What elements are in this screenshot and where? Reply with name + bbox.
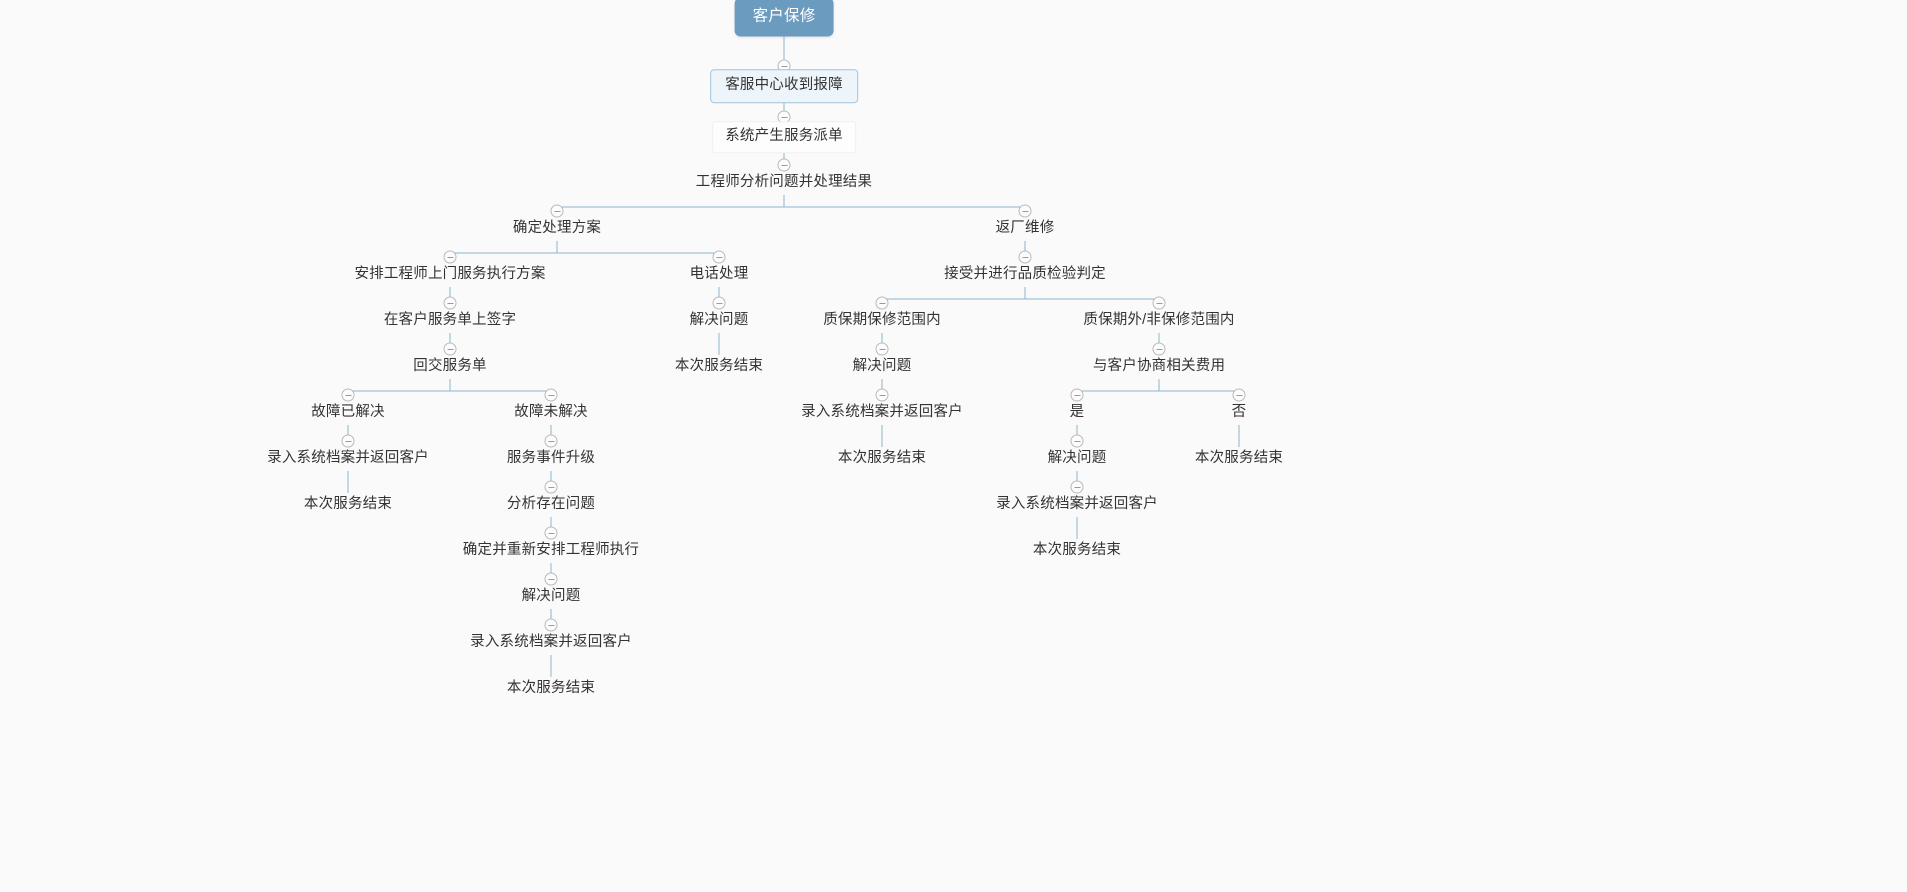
collapse-minus-icon[interactable]	[544, 434, 558, 448]
mindmap-node[interactable]: 电话处理	[689, 266, 749, 283]
mindmap-node[interactable]: 本次服务结束	[1032, 542, 1122, 559]
mindmap-node[interactable]: 返厂维修	[995, 220, 1055, 237]
mindmap-node[interactable]: 录入系统档案并返回客户	[267, 450, 429, 467]
collapse-minus-icon[interactable]	[1152, 296, 1166, 310]
connector-n3-n4	[556, 195, 785, 208]
collapse-minus-icon[interactable]	[443, 296, 457, 310]
connector-n7-n8	[347, 379, 451, 392]
mindmap-node[interactable]: 质保期外/非保修范围内	[1083, 312, 1235, 329]
mindmap-node[interactable]: 确定并重新安排工程师执行	[462, 542, 640, 559]
mindmap-node[interactable]: 服务事件升级	[506, 450, 596, 467]
mindmap-node[interactable]: 接受并进行品质检验判定	[944, 266, 1106, 283]
collapse-minus-icon[interactable]	[1070, 434, 1084, 448]
collapse-minus-icon[interactable]	[1018, 204, 1032, 218]
collapse-minus-icon[interactable]	[544, 572, 558, 586]
connector-n28-n29	[1076, 379, 1160, 392]
mindmap-node[interactable]: 故障已解决	[311, 404, 385, 421]
collapse-minus-icon[interactable]	[550, 204, 564, 218]
collapse-minus-icon[interactable]	[544, 618, 558, 632]
collapse-minus-icon[interactable]	[1070, 388, 1084, 402]
mindmap-node[interactable]: 录入系统档案并返回客户	[996, 496, 1158, 513]
connector-n22-n23	[881, 287, 1026, 300]
mindmap-node[interactable]: 解决问题	[521, 588, 581, 605]
connector-n4-n18	[556, 241, 720, 254]
mindmap-node[interactable]: 本次服务结束	[506, 680, 596, 697]
mindmap-node[interactable]: 解决问题	[689, 312, 749, 329]
mindmap-node[interactable]: 故障未解决	[514, 404, 588, 421]
collapse-minus-icon[interactable]	[875, 342, 889, 356]
collapse-minus-icon[interactable]	[1018, 250, 1032, 264]
mindmap-node[interactable]: 质保期保修范围内	[823, 312, 941, 329]
connector-n22-n27	[1024, 287, 1160, 300]
collapse-minus-icon[interactable]	[341, 434, 355, 448]
collapse-minus-icon[interactable]	[712, 250, 726, 264]
mindmap-node[interactable]: 分析存在问题	[506, 496, 596, 513]
mindmap-node[interactable]: 本次服务结束	[674, 358, 764, 375]
collapse-minus-icon[interactable]	[443, 342, 457, 356]
collapse-minus-icon[interactable]	[544, 480, 558, 494]
mindmap-node[interactable]: 解决问题	[1047, 450, 1107, 467]
collapse-minus-icon[interactable]	[1152, 342, 1166, 356]
collapse-minus-icon[interactable]	[712, 296, 726, 310]
mindmap-node[interactable]: 解决问题	[852, 358, 912, 375]
collapse-minus-icon[interactable]	[875, 388, 889, 402]
mindmap-node[interactable]: 录入系统档案并返回客户	[801, 404, 963, 421]
mindmap-node[interactable]: 是	[1069, 404, 1085, 421]
collapse-minus-icon[interactable]	[443, 250, 457, 264]
connector-n4-n5	[449, 241, 558, 254]
connector-n7-n11	[449, 379, 552, 392]
collapse-minus-icon[interactable]	[544, 388, 558, 402]
mindmap-node[interactable]: 本次服务结束	[837, 450, 927, 467]
mindmap-node[interactable]: 系统产生服务派单	[712, 121, 856, 153]
mindmap-node[interactable]: 工程师分析问题并处理结果	[695, 174, 873, 191]
collapse-minus-icon[interactable]	[1232, 388, 1246, 402]
collapse-minus-icon[interactable]	[777, 158, 791, 172]
collapse-minus-icon[interactable]	[1070, 480, 1084, 494]
collapse-minus-icon[interactable]	[544, 526, 558, 540]
mindmap-root-node[interactable]: 客户保修	[734, 0, 834, 37]
connector-n28-n33	[1158, 379, 1240, 392]
mindmap-node[interactable]: 安排工程师上门服务执行方案	[354, 266, 546, 283]
mindmap-node[interactable]: 录入系统档案并返回客户	[470, 634, 632, 651]
collapse-minus-icon[interactable]	[875, 296, 889, 310]
connector-n3-n21	[783, 195, 1026, 208]
mindmap-node[interactable]: 本次服务结束	[303, 496, 393, 513]
mindmap-node[interactable]: 否	[1231, 404, 1247, 421]
mindmap-node[interactable]: 确定处理方案	[512, 220, 602, 237]
mindmap-node[interactable]: 本次服务结束	[1194, 450, 1284, 467]
collapse-minus-icon[interactable]	[341, 388, 355, 402]
mindmap-node[interactable]: 回交服务单	[413, 358, 487, 375]
mindmap-node[interactable]: 在客户服务单上签字	[383, 312, 517, 329]
mindmap-node[interactable]: 客服中心收到报障	[710, 69, 858, 103]
mindmap-node[interactable]: 与客户协商相关费用	[1092, 358, 1226, 375]
